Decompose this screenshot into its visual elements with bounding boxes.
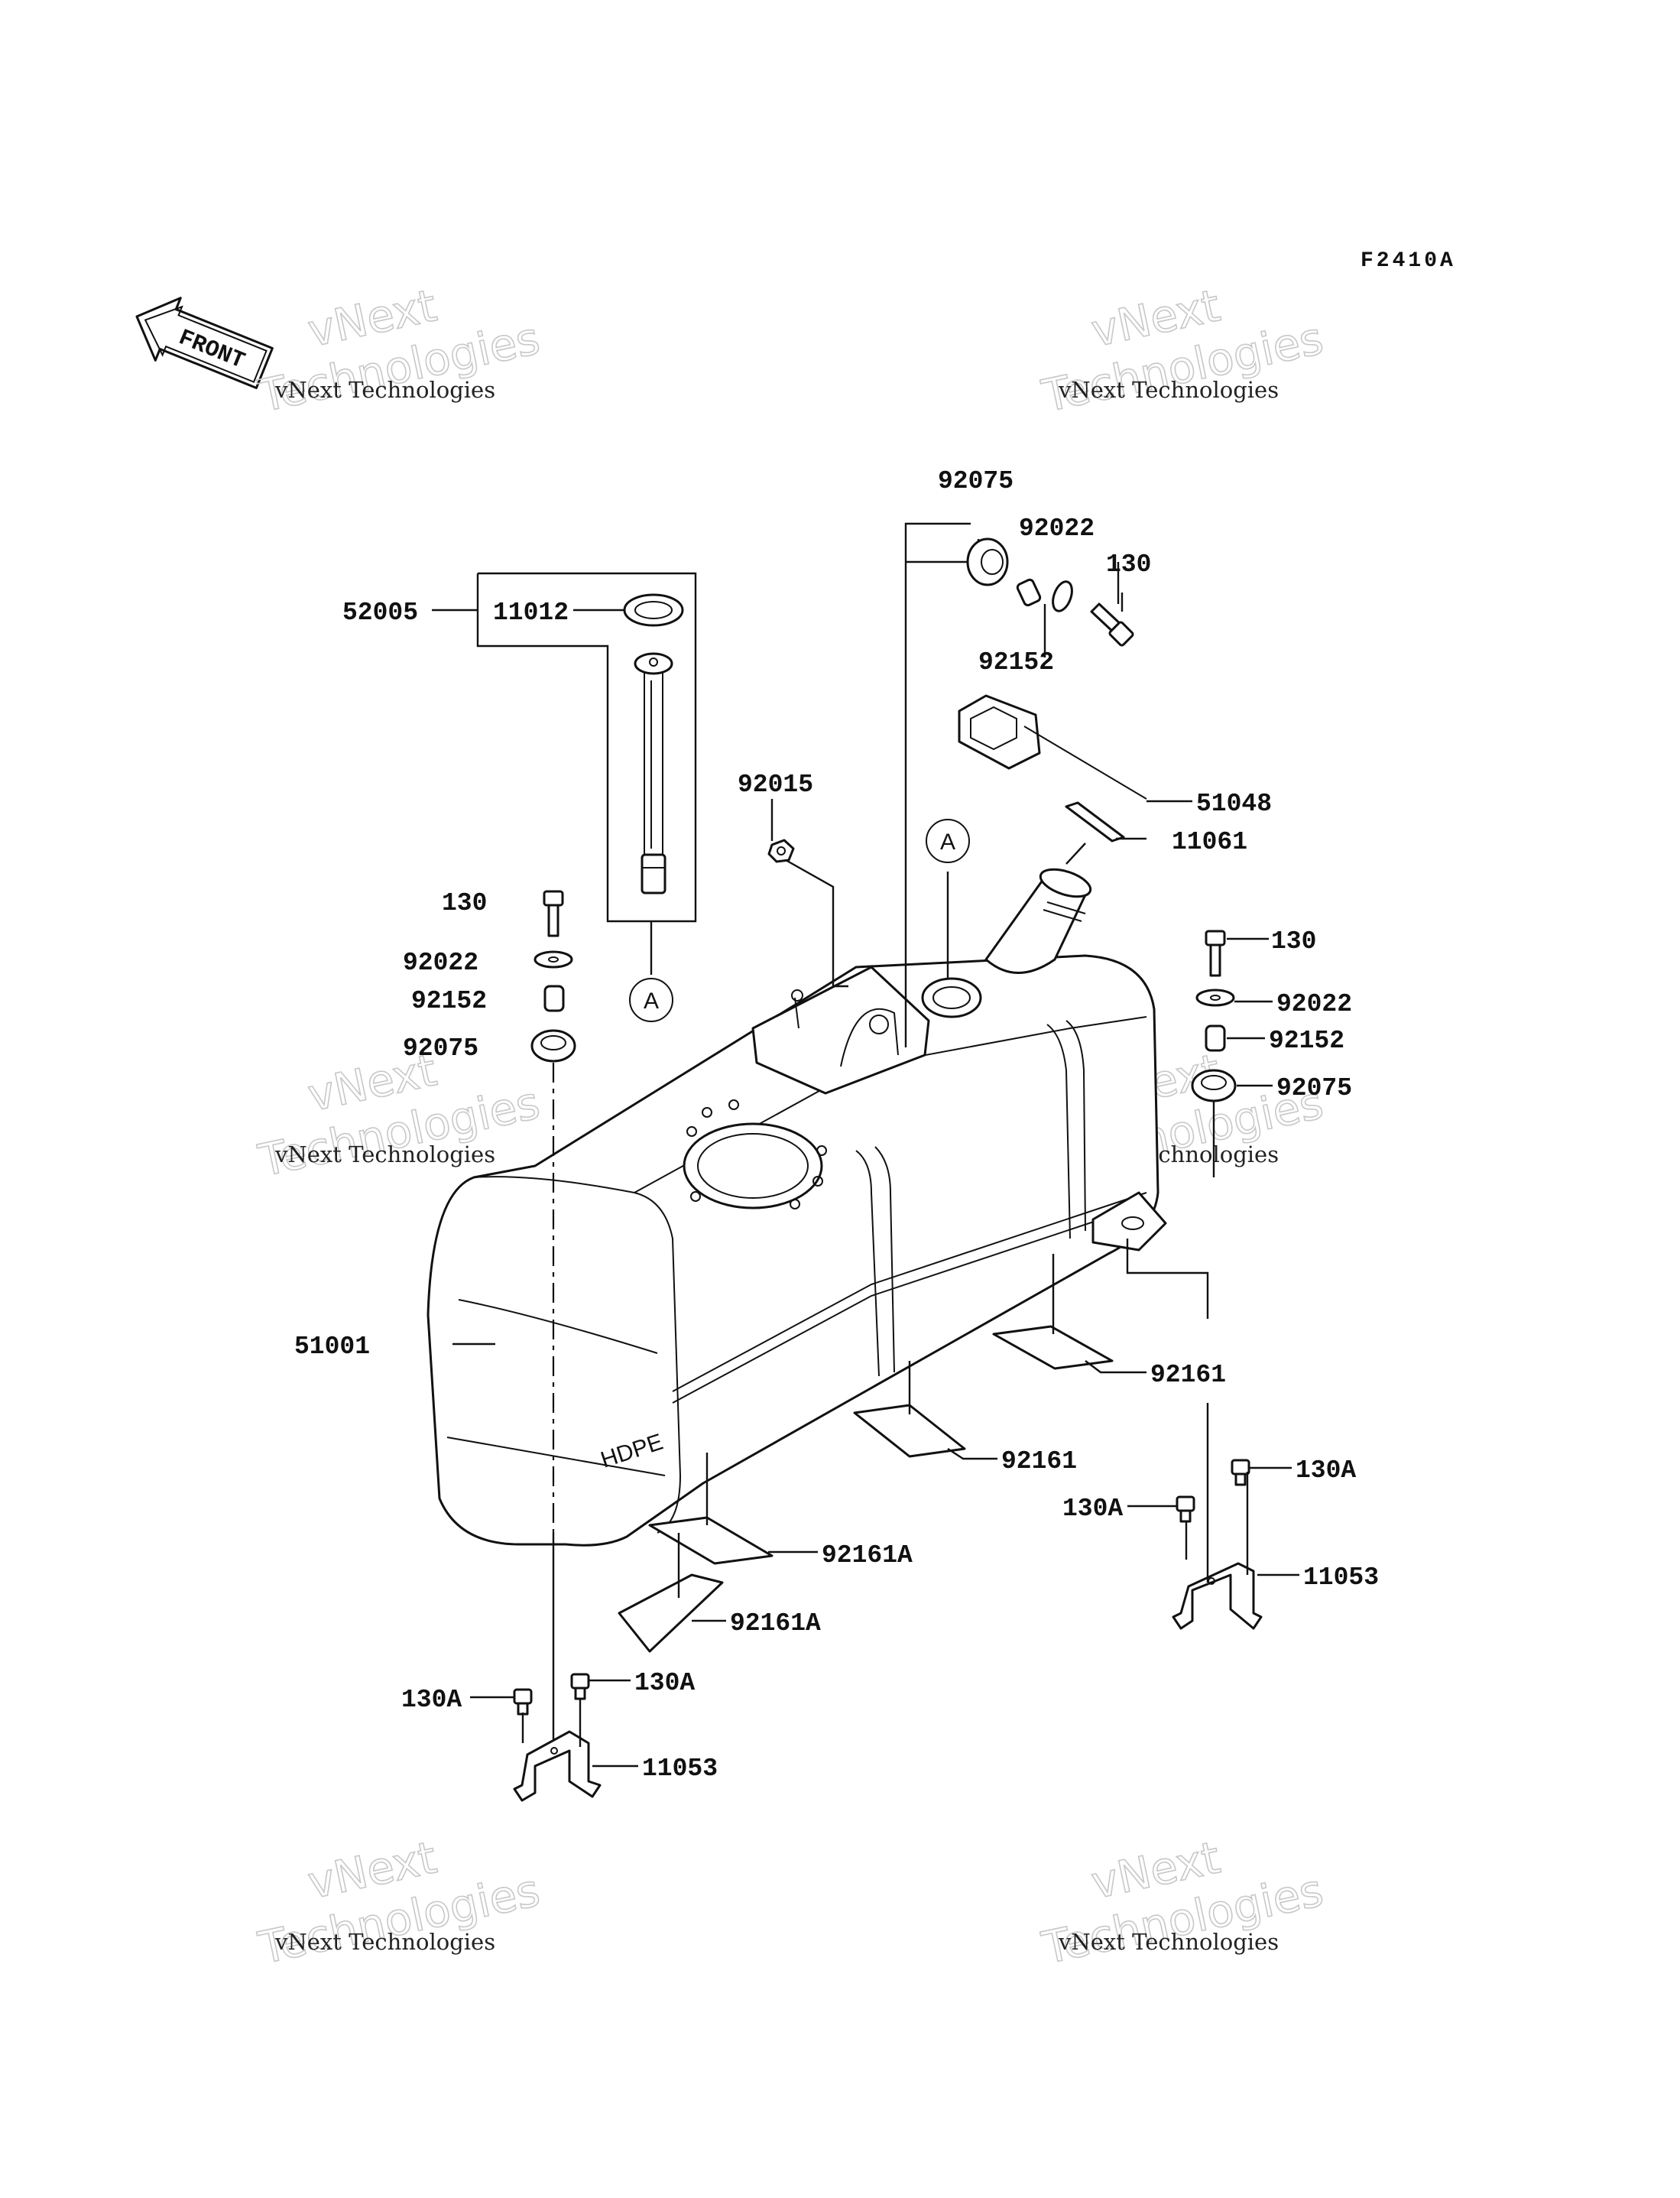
callout-a-upper: A bbox=[940, 830, 955, 855]
label-92022-left: 92022 bbox=[403, 949, 478, 977]
bolt-130-right bbox=[1205, 930, 1226, 977]
leader-92015 bbox=[785, 859, 848, 988]
label-92161-lower: 92161 bbox=[1001, 1447, 1077, 1476]
label-92022-top: 92022 bbox=[1019, 515, 1095, 543]
label-92022-right: 92022 bbox=[1276, 990, 1352, 1018]
grommet-92075-top bbox=[966, 537, 1009, 586]
bolt-130-left bbox=[543, 890, 564, 937]
watermark-bottom-right: vNext Technologies vNext Technologies bbox=[1037, 1831, 1328, 1976]
pad-92161-upper bbox=[992, 1325, 1114, 1370]
pad-92161A-lower bbox=[618, 1573, 724, 1653]
leader-lines-52005 bbox=[432, 572, 697, 975]
watermark-bottom-left: vNext Technologies vNext Technologies bbox=[254, 1831, 545, 1976]
label-51048: 51048 bbox=[1196, 790, 1272, 818]
bolt-130A-left-2 bbox=[570, 1673, 590, 1700]
collar-92152-left bbox=[543, 985, 565, 1012]
label-130A-left-1: 130A bbox=[401, 1686, 462, 1714]
gasket-11012 bbox=[623, 593, 684, 627]
washer-92022-top bbox=[1052, 580, 1073, 612]
leader-lines-11061 bbox=[1065, 837, 1146, 865]
leader-lines-left-bracket bbox=[470, 1679, 638, 1768]
figure-code: F2410A bbox=[1361, 249, 1456, 273]
front-arrow-icon: FRONT bbox=[135, 297, 274, 389]
label-92152-right: 92152 bbox=[1269, 1027, 1344, 1055]
fuel-tank-51001: HDPE bbox=[426, 868, 1167, 1547]
label-92161A-lower: 92161A bbox=[730, 1609, 821, 1638]
leader-lines-pads bbox=[677, 1239, 1209, 1622]
label-52005: 52005 bbox=[342, 599, 418, 627]
label-51001: 51001 bbox=[294, 1333, 370, 1361]
svg-text:vNext Technologies: vNext Technologies bbox=[1058, 377, 1279, 403]
seal-11061 bbox=[1065, 801, 1125, 843]
bracket-11053-left bbox=[513, 1730, 602, 1802]
collar-92152-top bbox=[1016, 578, 1042, 607]
label-92161A-upper: 92161A bbox=[822, 1541, 913, 1570]
label-130A-right-2: 130A bbox=[1062, 1495, 1123, 1523]
label-11053-left: 11053 bbox=[642, 1755, 718, 1783]
pad-92161A-upper bbox=[648, 1516, 774, 1565]
label-11012: 11012 bbox=[493, 599, 569, 627]
svg-text:vNext Technologies: vNext Technologies bbox=[1058, 1929, 1279, 1955]
label-plate-51048 bbox=[958, 694, 1147, 800]
label-92152-top: 92152 bbox=[978, 648, 1054, 677]
label-92075-right: 92075 bbox=[1276, 1074, 1352, 1102]
bolt-130A-left-1 bbox=[513, 1688, 533, 1716]
label-130-left: 130 bbox=[442, 889, 487, 917]
fuel-gauge-sender bbox=[634, 652, 673, 894]
nut-92015 bbox=[767, 839, 795, 863]
svg-text:vNext Technologies: vNext Technologies bbox=[274, 1141, 495, 1167]
bolt-130A-right-1 bbox=[1231, 1459, 1250, 1486]
svg-text:vNext Technologies: vNext Technologies bbox=[274, 1929, 495, 1955]
label-130A-left-2: 130A bbox=[634, 1669, 695, 1697]
leader-lines-right-stack bbox=[1212, 937, 1273, 1177]
label-92015: 92015 bbox=[738, 771, 813, 799]
label-11061: 11061 bbox=[1172, 828, 1247, 856]
label-92075-left: 92075 bbox=[403, 1034, 478, 1063]
callout-a-lower: A bbox=[644, 989, 659, 1014]
pad-92161-lower bbox=[853, 1404, 966, 1458]
label-92075-top: 92075 bbox=[938, 467, 1014, 495]
bolt-130-top bbox=[1090, 602, 1134, 647]
label-92161-upper: 92161 bbox=[1150, 1361, 1226, 1389]
label-11053-right: 11053 bbox=[1303, 1563, 1379, 1592]
callout-circle-a-upper bbox=[926, 819, 970, 863]
grommet-92075-left bbox=[530, 1029, 576, 1063]
bolt-130A-right-2 bbox=[1176, 1495, 1195, 1523]
label-130A-right-1: 130A bbox=[1296, 1456, 1356, 1485]
svg-text:vNext Technologies: vNext Technologies bbox=[274, 377, 495, 403]
watermark-top-right: vNext Technologies vNext Technologies bbox=[1037, 279, 1328, 424]
label-130-right: 130 bbox=[1271, 927, 1316, 956]
washer-92022-right bbox=[1195, 989, 1235, 1007]
grommet-92075-right bbox=[1191, 1069, 1237, 1102]
label-130-top: 130 bbox=[1106, 550, 1151, 579]
washer-92022-left bbox=[534, 950, 573, 969]
collar-92152-right bbox=[1205, 1024, 1226, 1052]
label-92152-left: 92152 bbox=[411, 987, 487, 1015]
callout-circle-a-lower bbox=[629, 978, 673, 1022]
watermark-top-left: vNext Technologies vNext Technologies bbox=[254, 279, 545, 424]
leader-lines-right-bracket bbox=[1127, 1403, 1299, 1583]
